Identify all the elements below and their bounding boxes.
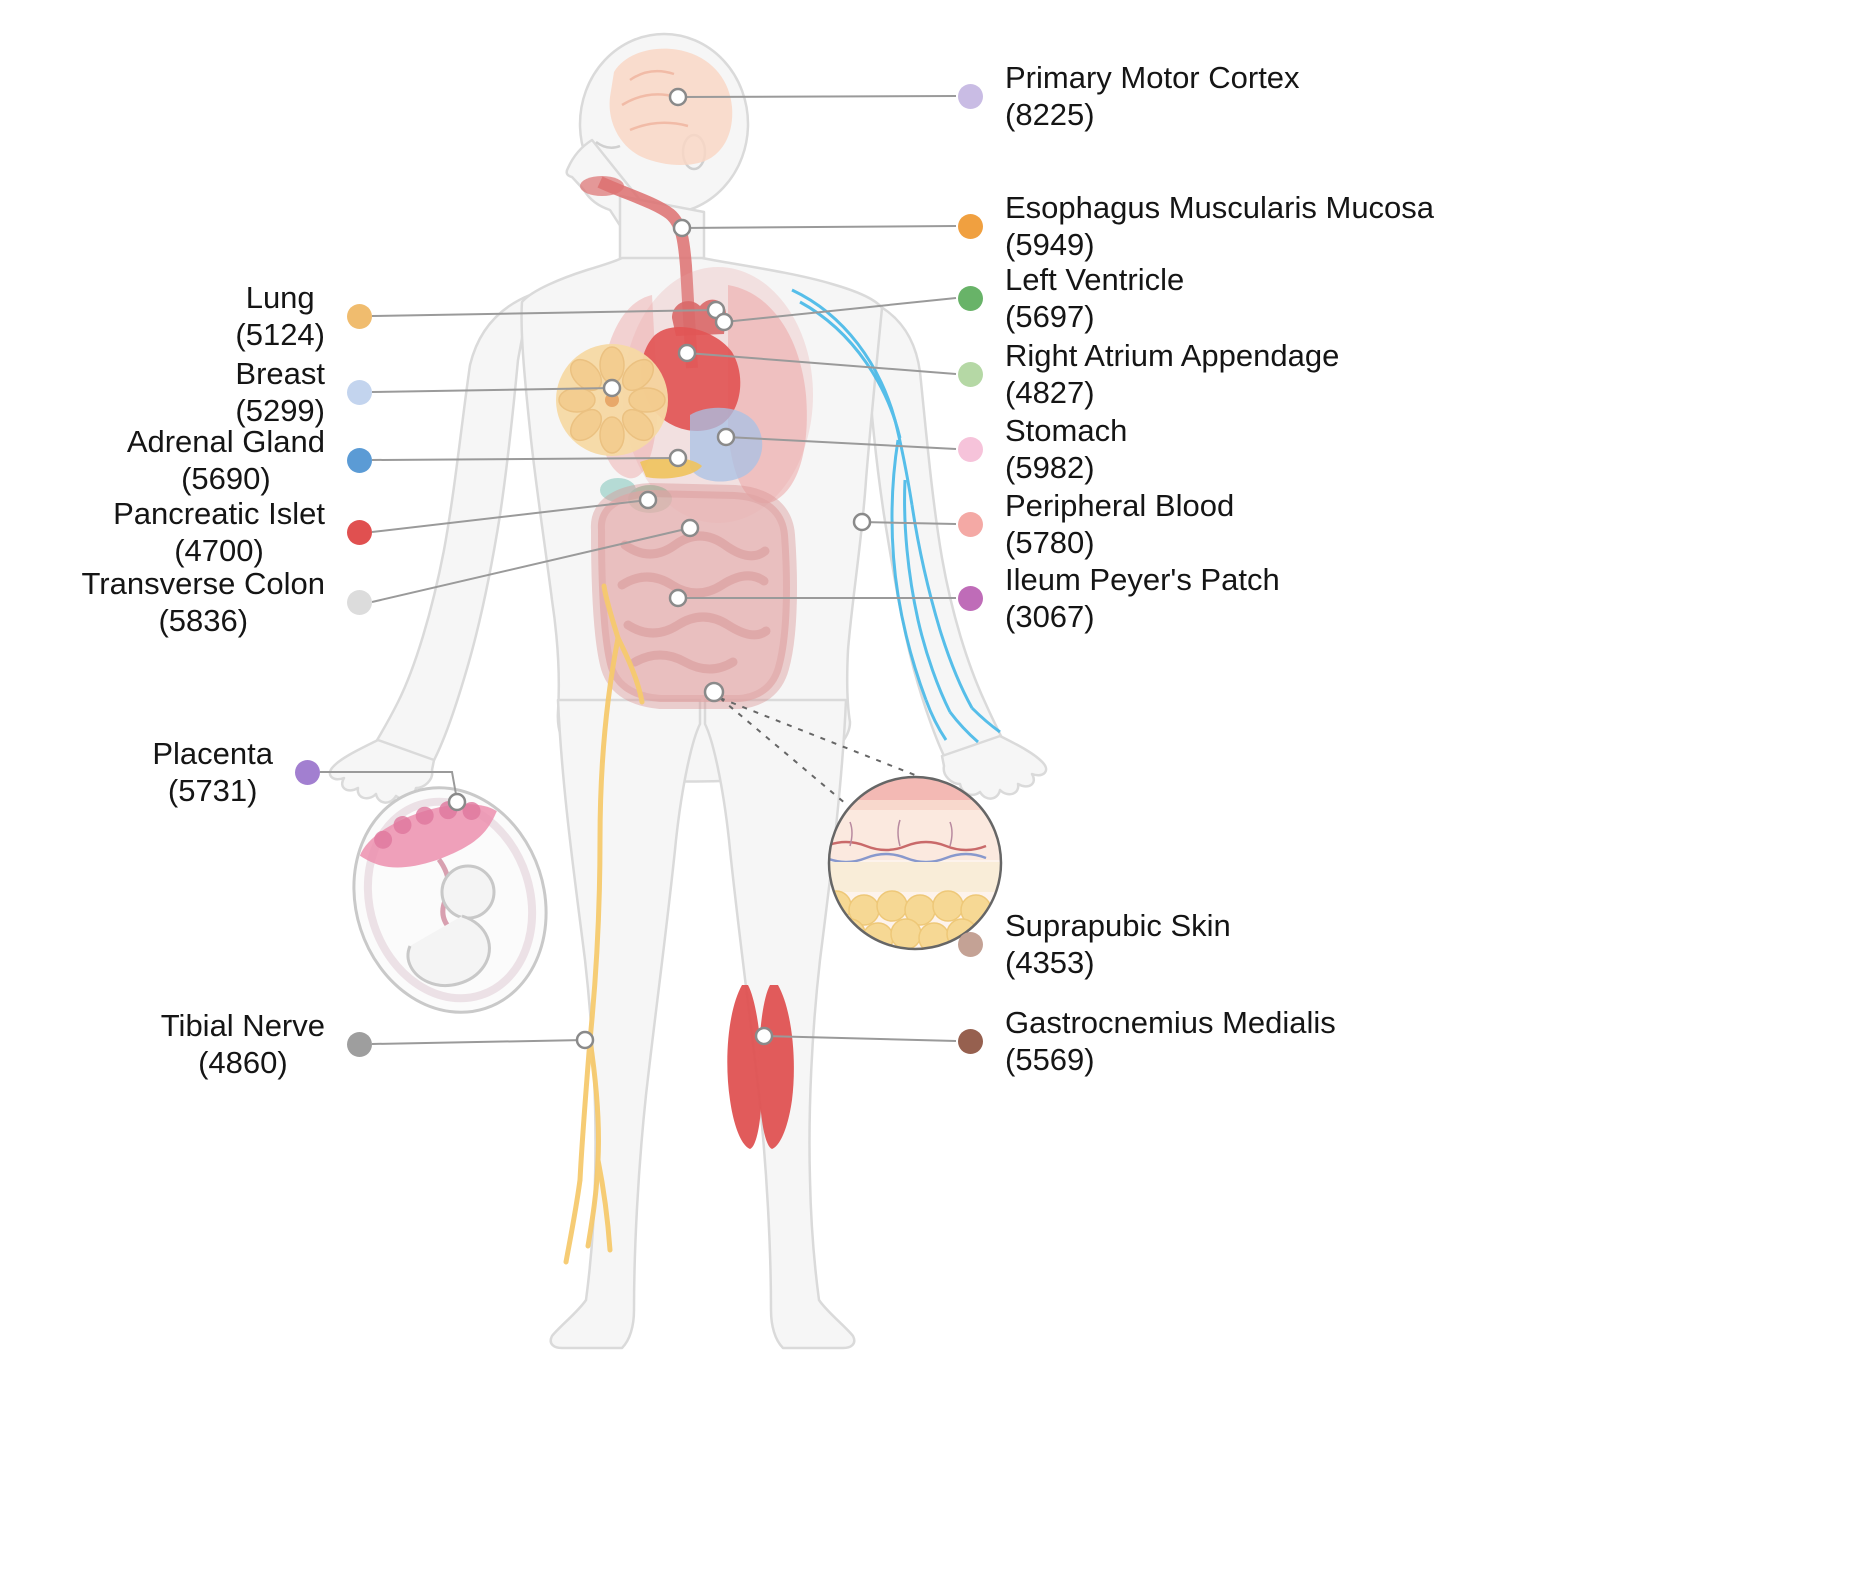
legend-dot — [347, 590, 372, 616]
legend-dot — [958, 286, 983, 312]
sample-count: (5569) — [1005, 1041, 1095, 1077]
label-pancreatic-islet: Pancreatic Islet (4700) — [20, 496, 372, 569]
legend-dot — [958, 586, 983, 612]
sample-count: (4700) — [174, 532, 264, 568]
legend-dot — [958, 214, 983, 240]
sample-count: (5690) — [181, 460, 271, 496]
legend-dot — [295, 760, 320, 786]
sample-count: (5982) — [1005, 449, 1095, 485]
sample-count: (4353) — [1005, 944, 1095, 980]
tissue-name: Suprapubic Skin — [1005, 908, 1231, 943]
label-tibial-nerve: Tibial Nerve (4860) — [20, 1008, 372, 1081]
calf-muscle — [727, 985, 794, 1149]
tissue-name: Pancreatic Islet — [113, 496, 325, 531]
sample-count: (8225) — [1005, 96, 1095, 132]
tissue-name: Peripheral Blood — [1005, 488, 1235, 523]
label-primary-motor-cortex: Primary Motor Cortex (8225) — [958, 60, 1300, 133]
legend-dot — [958, 362, 983, 388]
label-suprapubic-skin: Suprapubic Skin (4353) — [958, 908, 1231, 981]
sample-count: (5299) — [235, 392, 325, 428]
sample-count: (5780) — [1005, 524, 1095, 560]
label-adrenal-gland: Adrenal Gland (5690) — [20, 424, 372, 497]
legend-dot — [347, 448, 372, 474]
legend-dot — [347, 520, 372, 546]
tissue-name: Transverse Colon — [81, 566, 325, 601]
legend-dot — [347, 1032, 372, 1058]
label-gastrocnemius-medialis: Gastrocnemius Medialis (5569) — [958, 1005, 1336, 1078]
label-transverse-colon: Transverse Colon (5836) — [20, 566, 372, 639]
leader-lines — [320, 95, 957, 1045]
label-placenta: Placenta (5731) — [20, 736, 320, 809]
label-peripheral-blood: Peripheral Blood (5780) — [958, 488, 1234, 561]
legend-dot — [347, 380, 372, 406]
placenta-fetus-illustration — [352, 786, 548, 1014]
sample-count: (5836) — [158, 602, 249, 638]
skin-inset-dashed-lines — [719, 697, 931, 805]
anchor-points — [447, 87, 872, 1050]
tissue-name: Adrenal Gland — [126, 424, 325, 459]
tissue-name: Gastrocnemius Medialis — [1005, 1005, 1336, 1040]
sample-count: (5124) — [235, 316, 325, 352]
arm-blood-vessels — [791, 288, 1001, 744]
sample-count: (5731) — [167, 772, 258, 808]
leg-nerve — [563, 583, 645, 1265]
label-breast: Breast (5299) — [20, 356, 372, 429]
legend-dot — [958, 1029, 983, 1055]
legend-dot — [958, 437, 983, 463]
tissue-name: Esophagus Muscularis Mucosa — [1005, 190, 1435, 225]
breast-illustration — [556, 344, 668, 456]
tissue-name: Placenta — [152, 736, 273, 771]
label-right-atrium-appendage: Right Atrium Appendage (4827) — [958, 338, 1339, 411]
label-lung: Lung (5124) — [20, 280, 372, 353]
legend-dot — [958, 512, 983, 538]
legend-dot — [958, 84, 983, 110]
tissue-name: Tibial Nerve — [160, 1008, 325, 1043]
tissue-name: Stomach — [1005, 413, 1128, 448]
sample-count: (4827) — [1005, 374, 1095, 410]
tissue-name: Left Ventricle — [1005, 262, 1185, 297]
intestines-illustration — [590, 482, 797, 709]
tissue-name: Right Atrium Appendage — [1005, 338, 1340, 373]
tissue-name: Ileum Peyer's Patch — [1005, 562, 1280, 597]
tissue-name: Breast — [235, 356, 325, 391]
tissue-name: Lung — [245, 280, 315, 315]
label-left-ventricle: Left Ventricle (5697) — [958, 262, 1184, 335]
legend-dot — [958, 932, 983, 958]
sample-count: (5697) — [1005, 298, 1095, 334]
legend-dot — [347, 304, 372, 330]
label-stomach: Stomach (5982) — [958, 413, 1127, 486]
label-ileum-peyers-patch: Ileum Peyer's Patch (3067) — [958, 562, 1280, 635]
sample-count: (5949) — [1005, 226, 1095, 262]
tissue-name: Primary Motor Cortex — [1005, 60, 1300, 95]
sample-count: (4860) — [198, 1044, 288, 1080]
sample-count: (3067) — [1005, 598, 1095, 634]
label-esophagus-muscularis-mucosa: Esophagus Muscularis Mucosa (5949) — [958, 190, 1434, 263]
